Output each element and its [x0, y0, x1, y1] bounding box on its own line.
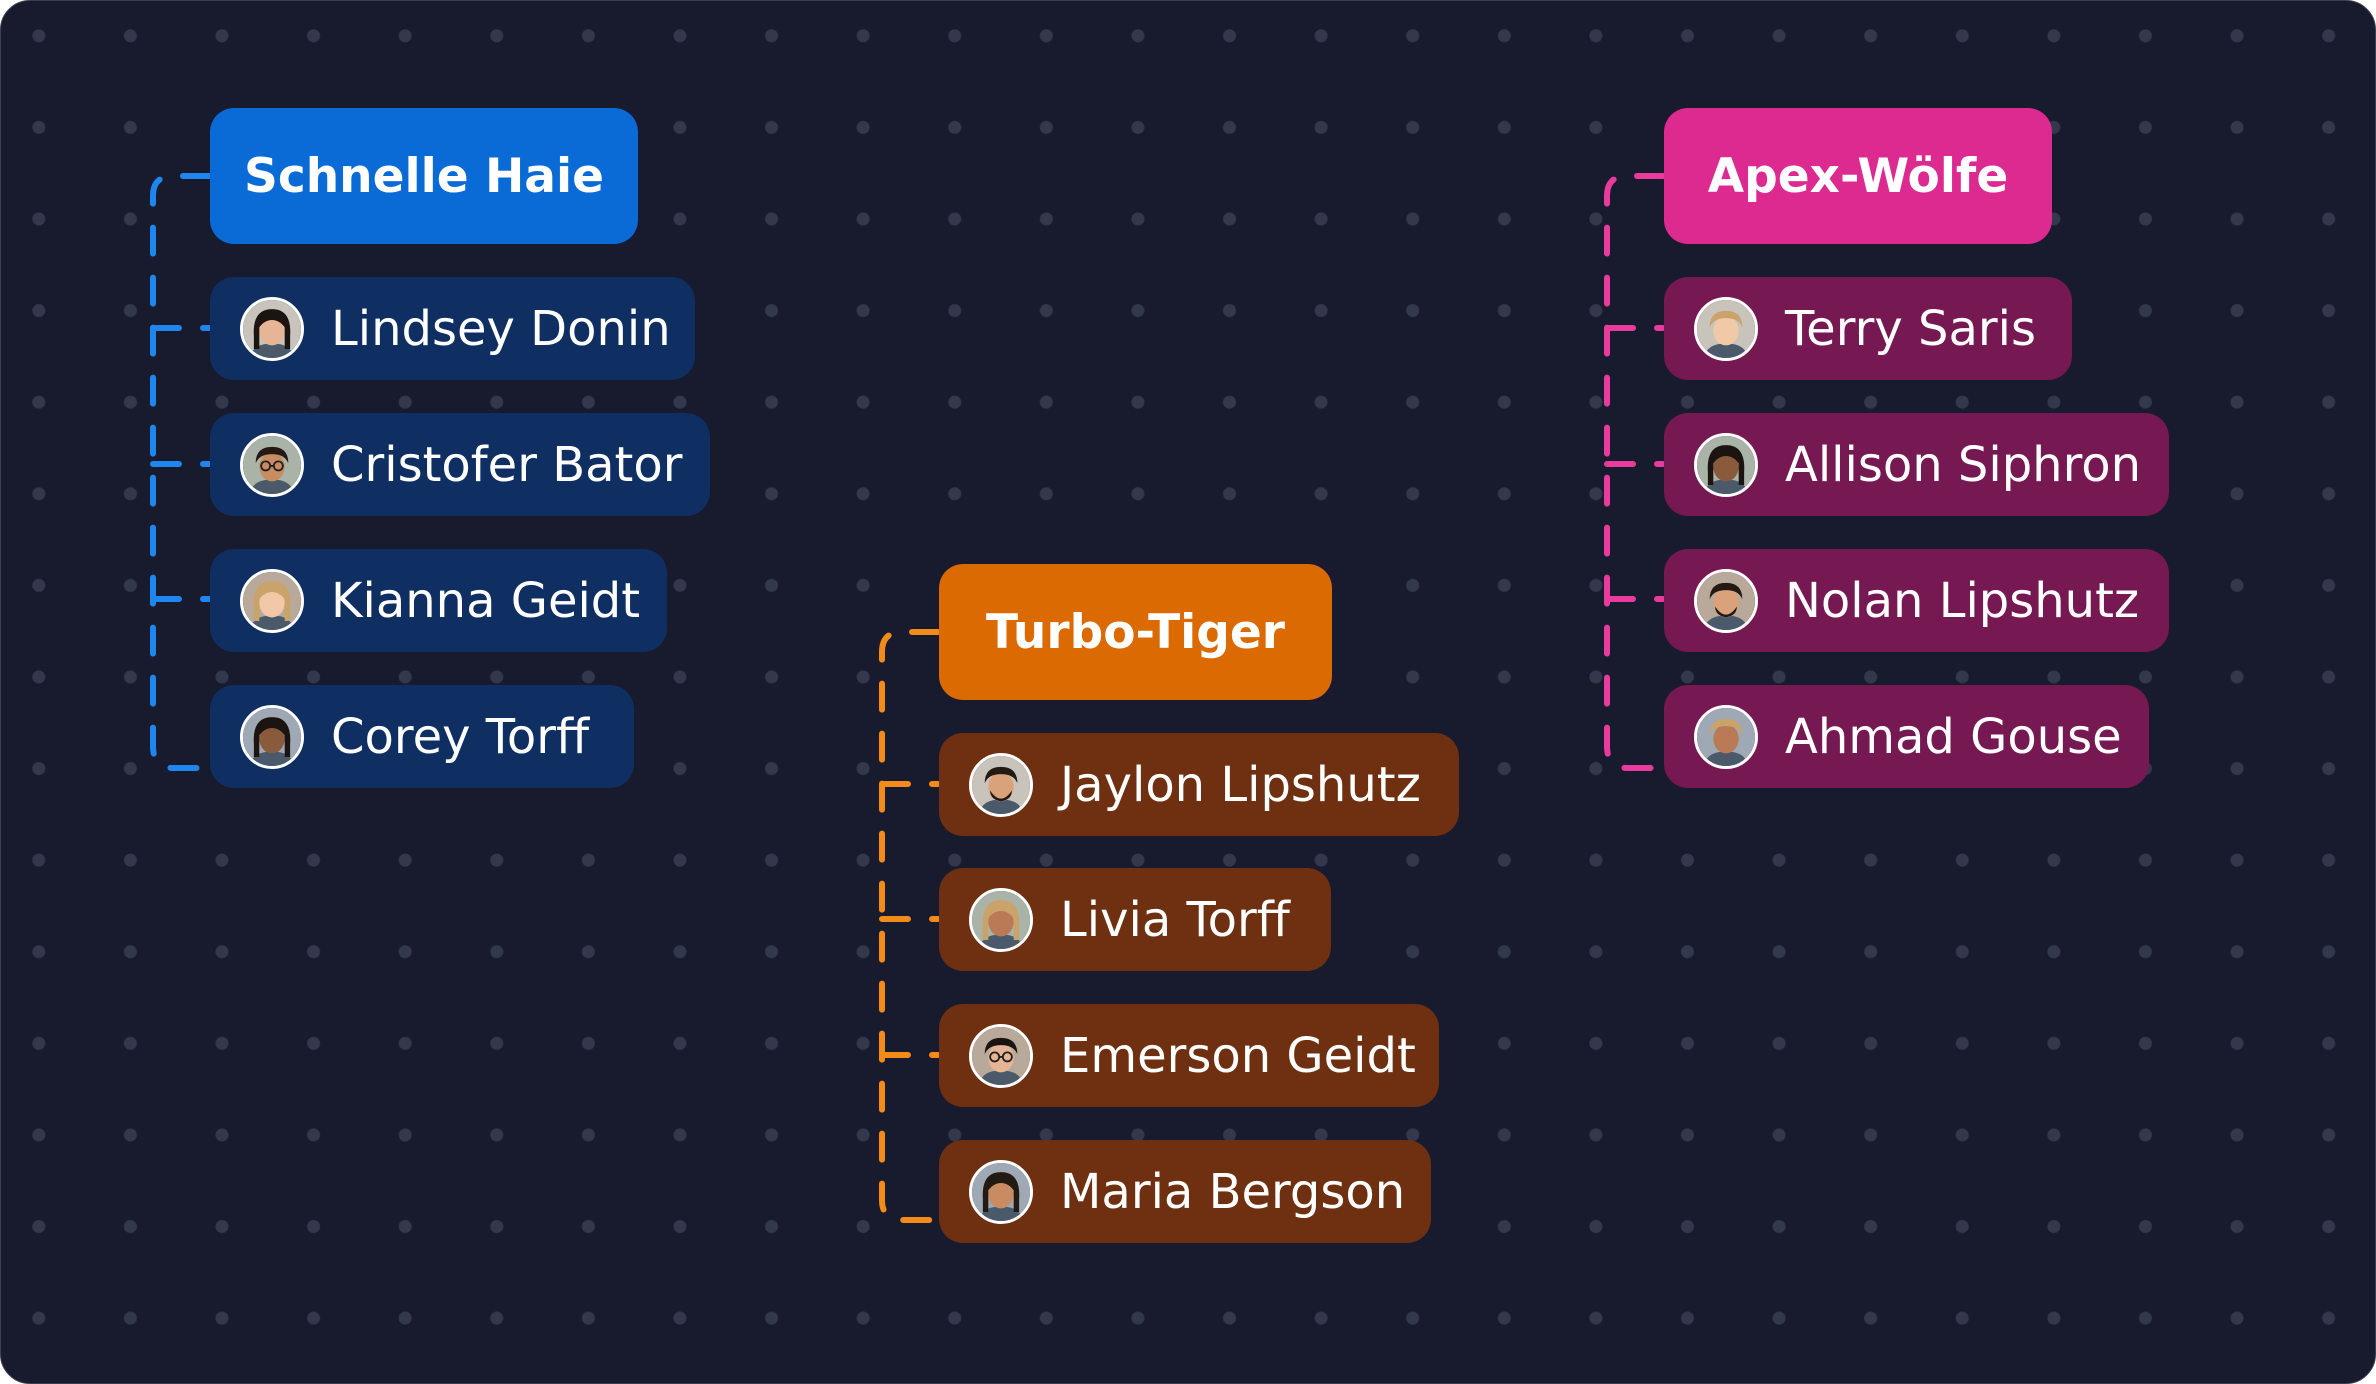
avatar-man-beard-icon: [1694, 568, 1758, 633]
member-node[interactable]: Corey Torff: [210, 685, 634, 788]
member-node[interactable]: Livia Torff: [939, 868, 1331, 971]
avatar-woman-icon: [969, 1159, 1033, 1224]
member-name: Corey Torff: [331, 708, 590, 765]
member-name: Allison Siphron: [1785, 436, 2142, 493]
member-node[interactable]: Ahmad Gouse: [1664, 685, 2149, 788]
team-node-schnelle-haie[interactable]: Schnelle Haie: [210, 108, 638, 244]
team-node-apex-woelfe[interactable]: Apex-Wölfe: [1664, 108, 2052, 244]
team-name: Turbo-Tiger: [986, 604, 1285, 660]
member-name: Emerson Geidt: [1060, 1027, 1416, 1084]
member-name: Livia Torff: [1060, 891, 1290, 948]
avatar-woman-icon: [240, 704, 304, 769]
member-name: Maria Bergson: [1060, 1163, 1406, 1220]
member-node[interactable]: Cristofer Bator: [210, 413, 710, 516]
avatar-man-glasses-icon: [240, 432, 304, 497]
avatar-man-beard-icon: [969, 752, 1033, 817]
avatar-woman-icon: [240, 296, 304, 361]
team-name: Apex-Wölfe: [1707, 148, 2009, 204]
member-node[interactable]: Maria Bergson: [939, 1140, 1431, 1243]
member-node[interactable]: Terry Saris: [1664, 277, 2072, 380]
team-1-connector: [150, 173, 212, 771]
avatar-woman-icon: [1694, 432, 1758, 497]
avatar-man-glasses-icon: [969, 1023, 1033, 1088]
member-name: Kianna Geidt: [331, 572, 641, 629]
member-node[interactable]: Kianna Geidt: [210, 549, 667, 652]
team-name: Schnelle Haie: [244, 148, 605, 204]
avatar-man-icon: [1694, 296, 1758, 361]
member-node[interactable]: Emerson Geidt: [939, 1004, 1439, 1107]
team-3-connector: [1604, 173, 1666, 771]
team-2-connector: [879, 629, 941, 1223]
avatar-woman-icon: [240, 568, 304, 633]
member-name: Jaylon Lipshutz: [1060, 756, 1421, 813]
avatar-man-icon: [1694, 704, 1758, 769]
avatar-woman-icon: [969, 887, 1033, 952]
team-node-turbo-tiger[interactable]: Turbo-Tiger: [939, 564, 1332, 700]
member-node[interactable]: Jaylon Lipshutz: [939, 733, 1459, 836]
member-name: Lindsey Donin: [331, 300, 671, 357]
member-name: Ahmad Gouse: [1785, 708, 2122, 765]
member-node[interactable]: Lindsey Donin: [210, 277, 695, 380]
member-name: Cristofer Bator: [331, 436, 683, 493]
member-name: Terry Saris: [1785, 300, 2036, 357]
member-name: Nolan Lipshutz: [1785, 572, 2140, 629]
member-node[interactable]: Nolan Lipshutz: [1664, 549, 2169, 652]
member-node[interactable]: Allison Siphron: [1664, 413, 2169, 516]
